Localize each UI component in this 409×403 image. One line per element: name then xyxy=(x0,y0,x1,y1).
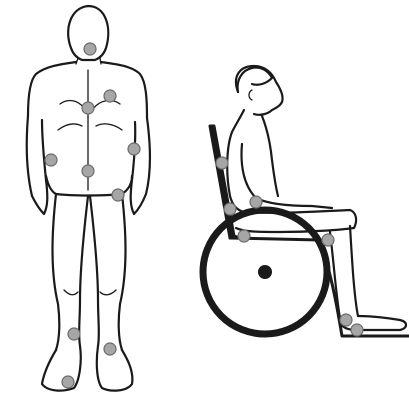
point-seated-heel xyxy=(351,324,363,336)
seated-hair xyxy=(238,67,272,92)
point-standing-lower-spine xyxy=(82,165,94,177)
point-standing-right-shoulder-blade xyxy=(82,102,94,114)
point-seated-ankle xyxy=(340,314,352,326)
point-standing-left-heel xyxy=(62,376,74,388)
point-standing-left-elbow xyxy=(45,154,57,166)
point-seated-ischial-tuberosity xyxy=(238,230,250,242)
point-standing-back-of-head xyxy=(84,43,96,55)
standing-leg-creases xyxy=(64,290,116,295)
standing-left-arm xyxy=(27,116,48,214)
standing-right-arm xyxy=(131,118,150,214)
point-standing-right-hip xyxy=(112,189,124,201)
standing-figure xyxy=(27,6,150,391)
point-seated-back-of-head xyxy=(250,196,262,208)
wheelchair-figure xyxy=(203,66,409,336)
point-standing-right-ankle xyxy=(104,343,116,355)
point-seated-back-of-knee xyxy=(322,234,334,246)
seated-chest xyxy=(262,116,278,196)
standing-legs xyxy=(53,194,126,350)
standing-left-foot xyxy=(42,346,81,391)
point-standing-left-knee xyxy=(68,328,80,340)
wheelchair-hub xyxy=(258,265,272,279)
point-seated-sacrum xyxy=(224,203,236,215)
point-standing-upper-spine xyxy=(104,90,116,102)
seated-ear xyxy=(249,90,252,100)
point-seated-shoulder-blade xyxy=(216,157,228,169)
point-standing-right-elbow xyxy=(128,143,140,155)
